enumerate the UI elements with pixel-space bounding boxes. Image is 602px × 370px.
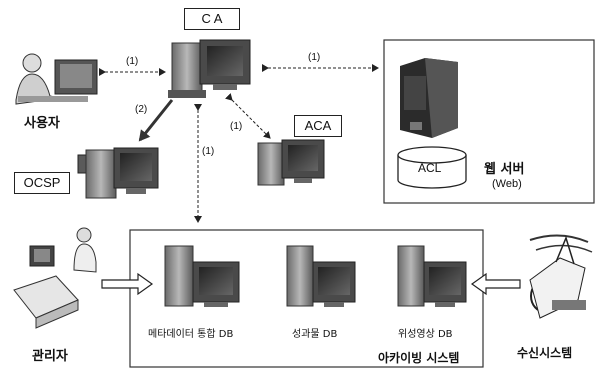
ocsp-computer-icon: [78, 148, 158, 198]
aca-computer-icon: [258, 140, 324, 185]
user-label: 사용자: [24, 112, 60, 131]
receiver-label: 수신시스템: [517, 344, 572, 361]
ocsp-label: OCSP: [14, 172, 70, 194]
archive-db-label-2: 성과물 DB: [292, 325, 337, 340]
connection-label-ca-ocsp: (2): [135, 104, 147, 115]
user-person-icon: [16, 54, 97, 104]
admin-person-icon: [14, 228, 96, 328]
web-server-sublabel: (Web): [492, 178, 522, 190]
aca-label: ACA: [294, 115, 342, 137]
web-server-icon: [400, 58, 458, 138]
ca-label: C A: [184, 8, 240, 30]
receiver-system-icon: [530, 235, 592, 318]
arrow-ca-aca: [232, 100, 270, 138]
archive-system-label: 아카이빙 시스템: [378, 349, 459, 366]
archive-db-label-3: 위성영상 DB: [398, 325, 453, 340]
connection-label-ca-archive: (1): [202, 146, 214, 157]
acl-label: ACL: [418, 161, 441, 175]
connection-label-ca-web: (1): [308, 52, 320, 63]
connection-label-ca-aca: (1): [230, 121, 242, 132]
archive-db-label-1: 메타데이터 통합 DB: [148, 325, 233, 340]
connection-label-user-ca: (1): [126, 56, 138, 67]
web-server-label: 웹 서버: [484, 158, 524, 177]
ca-computer-icon: [168, 40, 250, 98]
admin-label: 관리자: [32, 345, 68, 364]
